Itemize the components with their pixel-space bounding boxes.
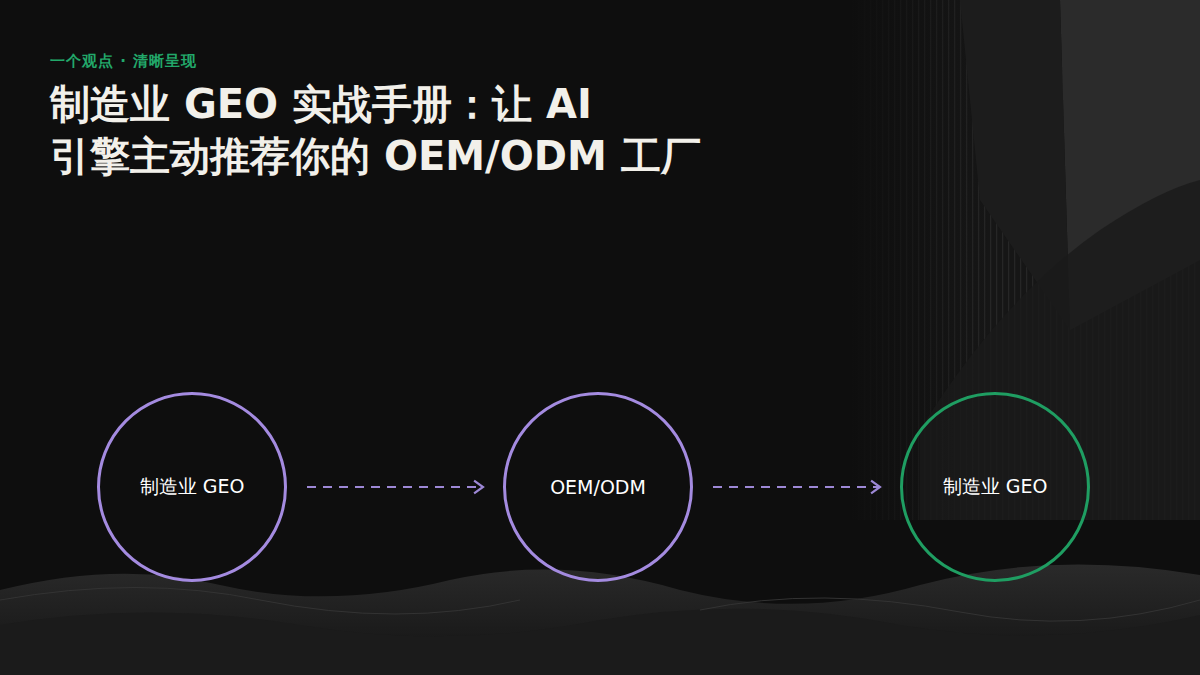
node-label: OEM/ODM bbox=[550, 476, 646, 498]
node-label: 制造业 GEO bbox=[943, 474, 1048, 500]
circle-node: 制造业 GEO bbox=[97, 392, 287, 582]
stripe-panel bbox=[850, 0, 1200, 520]
node-label: 制造业 GEO bbox=[140, 474, 245, 500]
circle-node: 制造业 GEO bbox=[900, 392, 1090, 582]
circle-node: OEM/ODM bbox=[503, 392, 693, 582]
slide-title: 制造业 GEO 实战手册：让 AI 引擎主动推荐你的 OEM/ODM 工厂 bbox=[50, 78, 850, 182]
dashed-arrow bbox=[307, 481, 483, 494]
kicker-label: 一个观点 · 清晰呈现 bbox=[50, 52, 197, 71]
dashed-arrow bbox=[713, 481, 880, 494]
